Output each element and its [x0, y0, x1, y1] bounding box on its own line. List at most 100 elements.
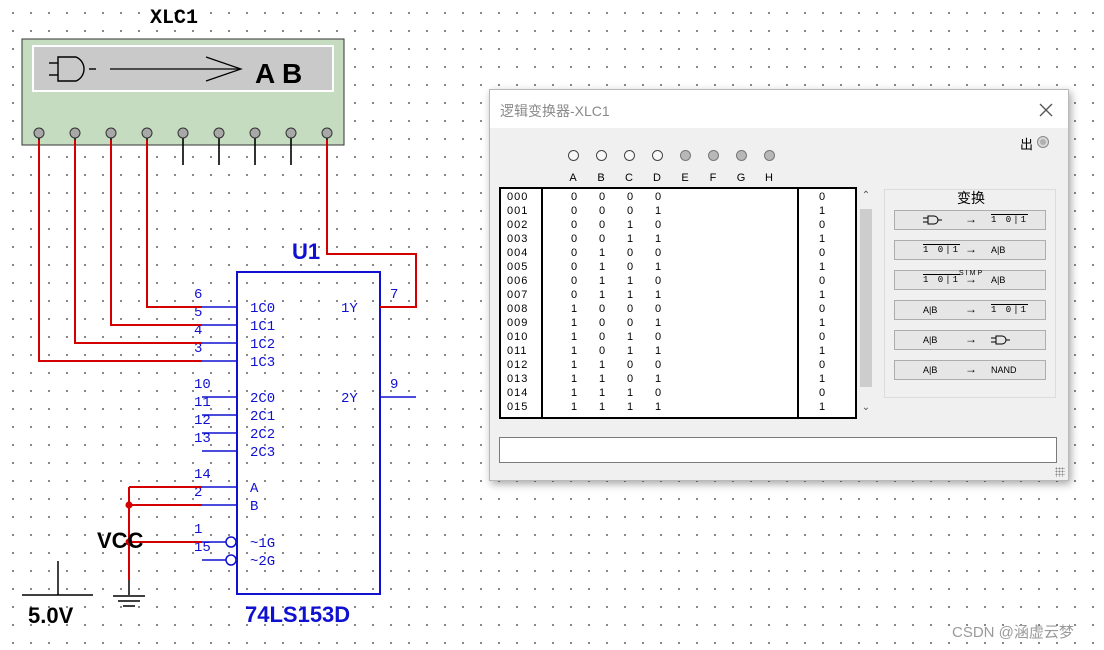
chip-pin-number: 6: [194, 287, 202, 303]
input-terminal-c[interactable]: [624, 150, 635, 161]
input-terminal-a[interactable]: [568, 150, 579, 161]
output-bit[interactable]: 0: [819, 191, 826, 203]
output-bit[interactable]: 0: [819, 219, 826, 231]
close-icon[interactable]: [1036, 100, 1056, 120]
instrument-terminal[interactable]: [69, 127, 81, 139]
conversion-button-5[interactable]: A|B→: [894, 330, 1046, 350]
input-bit: 1: [599, 275, 606, 287]
input-bit: 0: [655, 219, 662, 231]
output-bit[interactable]: 0: [819, 303, 826, 315]
chip-pin-number: 1: [194, 522, 202, 538]
conversion-to: NAND: [991, 365, 1017, 375]
input-bit: 0: [655, 331, 662, 343]
row-index: 006: [507, 275, 529, 287]
output-bit[interactable]: 0: [819, 359, 826, 371]
output-terminal-icon[interactable]: [1037, 136, 1049, 148]
column-header: D: [653, 172, 661, 184]
and-gate-icon: [991, 335, 1011, 347]
chip-pin-name: 2C0: [250, 391, 275, 407]
wires[interactable]: [38, 140, 417, 580]
conversion-button-6[interactable]: A|B→NAND: [894, 360, 1046, 380]
output-bit[interactable]: 1: [819, 317, 826, 329]
row-index: 013: [507, 373, 529, 385]
instrument-terminal[interactable]: [213, 127, 225, 139]
wire-c1: [110, 140, 202, 326]
output-bit[interactable]: 1: [819, 261, 826, 273]
scroll-thumb[interactable]: [860, 209, 872, 387]
chip-pin-number: 7: [390, 287, 398, 303]
wire-1y: [326, 140, 417, 308]
output-bit[interactable]: 1: [819, 205, 826, 217]
instrument-terminals[interactable]: [33, 127, 333, 165]
scroll-up-icon[interactable]: ⌃: [861, 190, 871, 201]
conversion-button-1[interactable]: →1 0|1: [894, 210, 1046, 230]
output-bit[interactable]: 0: [819, 387, 826, 399]
output-bit[interactable]: 1: [819, 401, 826, 413]
instrument-terminal[interactable]: [177, 127, 189, 139]
input-terminal-d[interactable]: [652, 150, 663, 161]
input-terminal-f[interactable]: [708, 150, 719, 161]
arrow-right-icon: →: [965, 242, 977, 256]
input-bit: 0: [627, 205, 634, 217]
output-bit[interactable]: 1: [819, 233, 826, 245]
input-terminal-e[interactable]: [680, 150, 691, 161]
output-bit[interactable]: 0: [819, 247, 826, 259]
row-index: 012: [507, 359, 529, 371]
input-bit: 0: [571, 191, 578, 203]
dialog-title-bar[interactable]: 逻辑变换器-XLC1: [490, 90, 1068, 128]
instrument-terminal[interactable]: [33, 127, 45, 139]
instrument-terminal[interactable]: [249, 127, 261, 139]
input-bit: 1: [655, 205, 662, 217]
input-bit: 0: [571, 275, 578, 287]
input-bit: 0: [571, 261, 578, 273]
resize-grip-icon[interactable]: [1055, 467, 1065, 477]
conversion-button-4[interactable]: A|B→1 0|1: [894, 300, 1046, 320]
output-bit[interactable]: 0: [819, 275, 826, 287]
conversion-from: 1 0|1: [923, 245, 961, 255]
input-terminal-h[interactable]: [764, 150, 775, 161]
output-bit[interactable]: 0: [819, 331, 826, 343]
input-terminal-b[interactable]: [596, 150, 607, 161]
instrument-terminal[interactable]: [141, 127, 153, 139]
output-bit[interactable]: 1: [819, 289, 826, 301]
input-terminal-g[interactable]: [736, 150, 747, 161]
supply-symbol[interactable]: [22, 561, 93, 596]
instrument-terminal[interactable]: [285, 127, 297, 139]
truth-table-scrollbar[interactable]: ⌃ ⌄: [857, 189, 875, 419]
conversion-button-2[interactable]: 1 0|1→A|B: [894, 240, 1046, 260]
output-bit[interactable]: 1: [819, 373, 826, 385]
output-bit[interactable]: 1: [819, 345, 826, 357]
expression-input[interactable]: [499, 437, 1057, 463]
row-index: 011: [507, 345, 528, 357]
inverter-bubble: [225, 554, 237, 566]
chip-left-pins[interactable]: 61C051C141C231C3102C0112C1122C2132C314A2…: [194, 287, 275, 570]
instrument-terminal[interactable]: [321, 127, 333, 139]
scroll-down-icon[interactable]: ⌄: [861, 402, 871, 413]
chip-pin-number: 2: [194, 485, 202, 501]
instrument-terminal[interactable]: [105, 127, 117, 139]
input-bit: 0: [599, 191, 606, 203]
input-bit: 1: [599, 359, 606, 371]
chip-pin-name: ~2G: [250, 554, 275, 570]
